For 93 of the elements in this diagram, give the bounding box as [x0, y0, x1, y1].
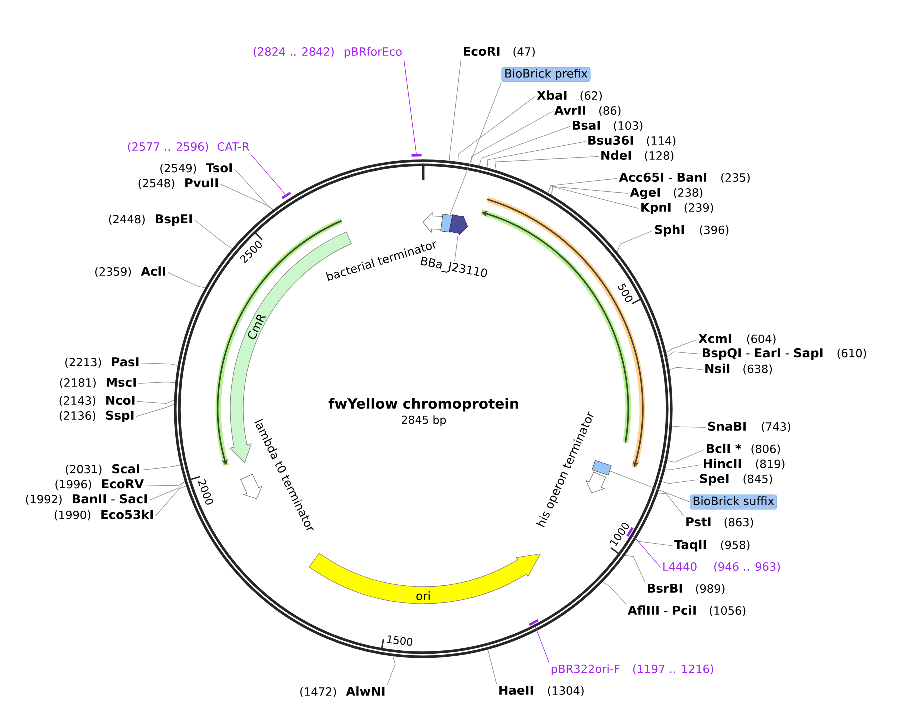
leader-line — [616, 230, 654, 252]
enzyme-site-label: SphI (396) — [655, 224, 729, 237]
leader-line — [610, 470, 690, 502]
enzyme-site-label: AgeI (238) — [630, 188, 703, 200]
coordinate-label: 500 — [618, 284, 633, 302]
leader-line — [658, 493, 684, 516]
primer-label: pBR322ori-F (1197 .. 1216) — [552, 664, 714, 676]
primer-label: L4440 (946 .. 963) — [664, 562, 780, 572]
leader-line — [146, 482, 186, 486]
enzyme-site-label: (2136) SspI — [60, 410, 134, 422]
leader-line — [150, 482, 186, 501]
leader-line — [137, 400, 175, 404]
feature-tag: BioBrick suffix — [690, 494, 778, 510]
enzyme-site-label: Acc65I - BanI (235) — [619, 172, 750, 184]
enzyme-site-label: (2181) MscI — [60, 378, 136, 388]
leader-line — [458, 96, 536, 162]
coordinate-label: 1500 — [388, 636, 413, 646]
leader-line — [404, 60, 417, 154]
enzyme-site-label: (2548) PvuII — [138, 178, 218, 189]
enzyme-site-label: HaeII (1304) — [500, 686, 584, 696]
part-block — [592, 460, 612, 476]
leader-line — [450, 82, 502, 216]
leader-line — [234, 169, 274, 210]
enzyme-site-label: AvrII (86) — [554, 106, 621, 116]
leader-line — [662, 480, 698, 484]
size-label: 2845 bp — [402, 416, 446, 426]
origin-feature: ori — [309, 553, 541, 604]
leader-line — [488, 650, 498, 684]
primer-mark — [528, 619, 539, 626]
enzyme-site-label: (2143) NcoI — [60, 396, 135, 406]
enzyme-site-label: Bsu36I (114) — [588, 136, 676, 146]
leader-line — [552, 186, 640, 209]
leader-line — [634, 540, 674, 546]
enzyme-site-label: SpeI (845) — [700, 474, 772, 486]
leader-line — [479, 126, 570, 166]
leader-line — [669, 367, 704, 370]
leader-line — [387, 656, 396, 686]
enzyme-site-label: BsrBI (989) — [648, 584, 725, 594]
coordinate-label: 2000 — [198, 480, 214, 505]
leader-line — [667, 352, 700, 358]
leader-line — [454, 234, 459, 262]
enzyme-site-label: PstI (863) — [686, 518, 754, 528]
primer-mark — [282, 192, 292, 200]
enzyme-site-label: NdeI (128) — [602, 150, 674, 162]
enzyme-site-label: BspQI - EarI - SapI (610) — [703, 348, 866, 360]
leader-line — [602, 582, 626, 604]
enzyme-site-label: HincII (819) — [704, 458, 785, 470]
enzyme-site-label: (2448) BspEI — [109, 214, 192, 226]
enzyme-site-label: (1990) Eco53kI — [54, 510, 153, 521]
enzyme-site-label: TaqII (958) — [674, 540, 750, 552]
enzyme-site-label: (1472) AlwNI — [300, 686, 385, 698]
leader-line — [194, 220, 233, 250]
leader-line — [136, 404, 174, 417]
leader-line — [672, 426, 706, 428]
leader-line — [666, 340, 698, 354]
enzyme-site-label: XbaI (62) — [537, 90, 602, 102]
enzyme-site-label: BsaI (103) — [573, 121, 643, 132]
leader-line — [624, 555, 646, 582]
leader-line — [142, 464, 181, 471]
leader-line — [449, 60, 462, 162]
primer-label: (2824 .. 2842) pBRforEco — [254, 47, 402, 58]
leader-line — [138, 382, 176, 384]
primer-label: (2577 .. 2596) CAT-R — [128, 142, 250, 152]
leader-line — [548, 178, 618, 194]
promoter-symbol — [449, 214, 468, 236]
enzyme-site-label: EcoRI (47) — [464, 47, 535, 58]
enzyme-site-label: SnaBI (743) — [708, 422, 790, 432]
leader-line — [665, 464, 702, 470]
leader-line — [487, 141, 586, 168]
leader-line — [534, 624, 550, 663]
enzyme-site-label: NsiI (638) — [706, 364, 772, 375]
enzyme-site-label: AflIII - PciI (1056) — [628, 606, 746, 616]
leader-line — [168, 272, 206, 288]
leader-line — [494, 156, 600, 171]
leader-line — [251, 154, 286, 195]
leader-line — [141, 363, 178, 366]
enzyme-site-label: (2359) AclI — [96, 266, 166, 278]
enzyme-site-label: BclI * (806) — [707, 444, 780, 455]
leader-line — [552, 186, 629, 196]
enzyme-site-label: (2213) PasI — [66, 358, 139, 368]
feature-tag: BioBrick prefix — [502, 67, 591, 82]
enzyme-site-label: XcmI (604) — [698, 334, 776, 345]
primer-mark — [412, 154, 422, 157]
leader-line — [220, 184, 274, 210]
enzyme-site-label: (2549) TsoI — [160, 164, 232, 174]
enzyme-site-label: KpnI (239) — [642, 203, 714, 214]
leader-line — [156, 486, 187, 516]
enzyme-site-label: (1996) EcoRV — [56, 480, 144, 490]
leader-line — [667, 450, 704, 463]
enzyme-site-label: (2031) ScaI — [66, 464, 140, 475]
enzyme-site-label: (1992) BanII - SacI — [26, 494, 147, 505]
leader-line — [630, 532, 662, 568]
leader-line — [470, 111, 554, 165]
